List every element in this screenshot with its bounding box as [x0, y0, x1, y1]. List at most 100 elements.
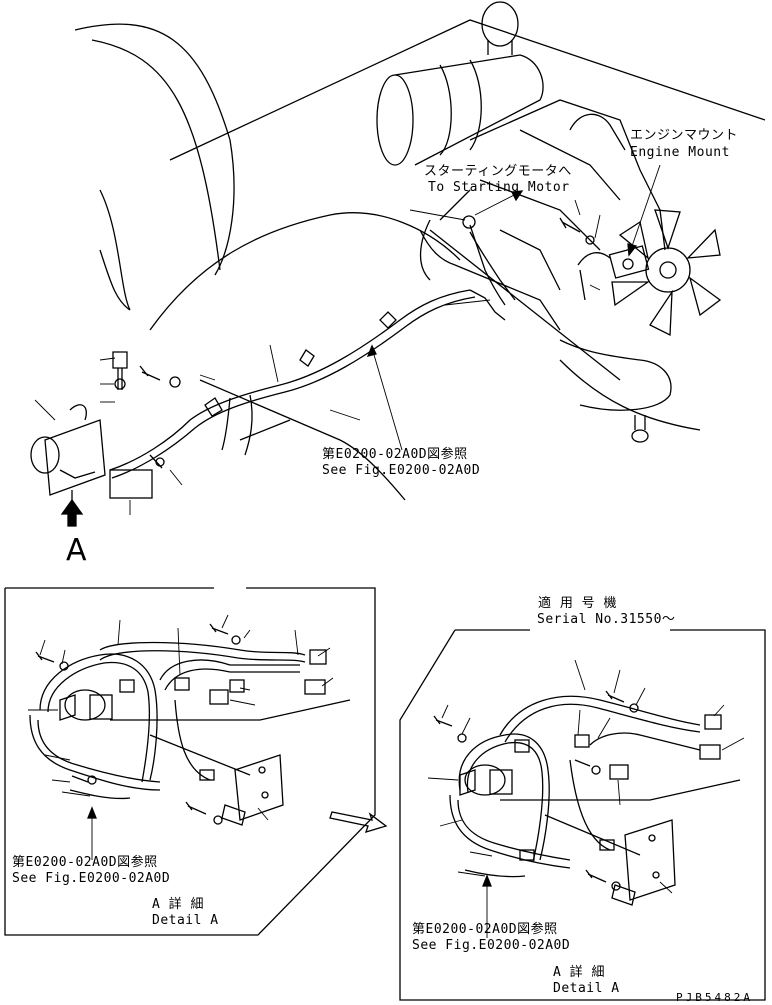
- leader: [199, 374, 216, 381]
- leader: [44, 754, 71, 761]
- relay-wires: [59, 404, 96, 479]
- leader: [34, 399, 56, 421]
- harness-top-2: [99, 650, 306, 663]
- connector-r2: [704, 714, 722, 730]
- nut-3: [155, 457, 165, 467]
- engine-head: [569, 113, 626, 151]
- frame-line-2: [149, 212, 461, 331]
- engine-mount-label-jp: エンジンマウント: [630, 128, 739, 143]
- muffler-end: [481, 1, 519, 47]
- leader: [574, 659, 586, 691]
- fan-blade: [611, 281, 651, 307]
- connector-5: [119, 679, 135, 693]
- plate-hole: [261, 791, 269, 799]
- frame-gap: [530, 622, 670, 636]
- left-detail-en: Detail A: [152, 913, 219, 928]
- washer-d3: [213, 815, 223, 825]
- bolt-r2: [605, 690, 625, 703]
- harness-down-r: [569, 759, 611, 851]
- frame-line-3: [559, 359, 701, 431]
- drawing-code: PJB5482A: [676, 991, 753, 1004]
- connector-r1: [699, 744, 721, 760]
- leader: [177, 627, 181, 676]
- engine-block-lines: [479, 129, 621, 291]
- washer-2: [169, 376, 181, 388]
- arrow-solid: [60, 498, 84, 527]
- starting-motor-label-en: To Starting Motor: [428, 180, 570, 195]
- connector-r6: [599, 839, 615, 851]
- washer-r2: [629, 703, 639, 713]
- relay-bracket: [44, 419, 106, 496]
- clip-1: [379, 311, 397, 329]
- harness-loop-r3: [449, 794, 571, 869]
- frame-plate-line-r: [500, 779, 741, 801]
- arrowhead: [510, 190, 524, 202]
- wire-engine-mount: [577, 252, 611, 301]
- harness-starter: [469, 224, 506, 306]
- nut-d4: [87, 775, 97, 785]
- connector-r4: [574, 734, 590, 748]
- see-fig-main-en: See Fig.E0200-02A0D: [322, 463, 481, 478]
- leader: [577, 709, 581, 736]
- view-a-arrow: [60, 490, 84, 527]
- connector-4: [229, 679, 245, 693]
- harness-left-lead-r: [464, 869, 526, 878]
- leader: [61, 649, 66, 665]
- bolt-r3: [585, 869, 607, 883]
- leader: [659, 881, 673, 894]
- right-detail-jp: A 詳 細: [553, 965, 605, 980]
- connector-r3: [609, 764, 629, 780]
- detail-frame-left: [4, 587, 376, 936]
- leader: [721, 737, 745, 751]
- harness-line-b: [111, 296, 476, 479]
- clip-2: [299, 349, 315, 367]
- bracket-plate-right: [624, 819, 676, 901]
- right-see-fig-jp: 第E0200-02A0D図参照: [412, 922, 558, 937]
- leader: [617, 779, 621, 806]
- engine-mount-bolt: [622, 258, 634, 270]
- harness-loop-2: [47, 661, 150, 783]
- serial-label-en: Serial No.31550～: [537, 612, 676, 627]
- engine-top: [469, 99, 666, 251]
- leader: [457, 871, 486, 877]
- frame-plate-line: [110, 699, 351, 721]
- air-cleaner-left: [376, 74, 414, 166]
- frame-line-7: [99, 189, 131, 311]
- bolt-engine-1: [559, 217, 581, 233]
- engine: [376, 1, 722, 443]
- harness-cross: [159, 659, 300, 681]
- leader: [329, 409, 361, 421]
- arrowhead: [366, 344, 377, 357]
- arrowhead: [87, 806, 97, 819]
- battery-box: [109, 469, 153, 499]
- engine-mount-label-en: Engine Mount: [630, 145, 730, 160]
- connector-7: [199, 769, 215, 781]
- connector-3: [209, 689, 229, 705]
- right-detail-en: Detail A: [553, 981, 620, 996]
- bolt-d1: [35, 651, 55, 663]
- leader: [613, 669, 621, 694]
- washer-1: [114, 378, 126, 390]
- view-a-label: A: [66, 533, 88, 568]
- bracket-foot: [221, 804, 246, 826]
- outline-arrow: [329, 811, 388, 833]
- leader: [294, 629, 299, 656]
- harness-top-r2: [504, 703, 701, 743]
- air-cleaner-band: [439, 59, 482, 156]
- right-see-fig-en: See Fig.E0200-02A0D: [412, 938, 571, 953]
- fan-blade: [649, 289, 673, 337]
- relay-cap: [59, 694, 76, 721]
- bracket-plate-left: [234, 754, 284, 821]
- washer-engine-1: [585, 235, 595, 245]
- bolt-r4: [574, 759, 591, 767]
- plate-hole: [648, 834, 656, 842]
- leader-engine-mount: [629, 164, 661, 253]
- serial-label-jp: 適 用 号 機: [538, 596, 617, 611]
- callout-leaders-main: [34, 164, 661, 515]
- bolt-d4: [71, 775, 89, 783]
- bolt-d3: [185, 801, 207, 815]
- relay-body-detail: [64, 689, 106, 721]
- oil-pan: [559, 339, 672, 411]
- connector-6: [174, 677, 190, 691]
- clip-3: [204, 397, 223, 417]
